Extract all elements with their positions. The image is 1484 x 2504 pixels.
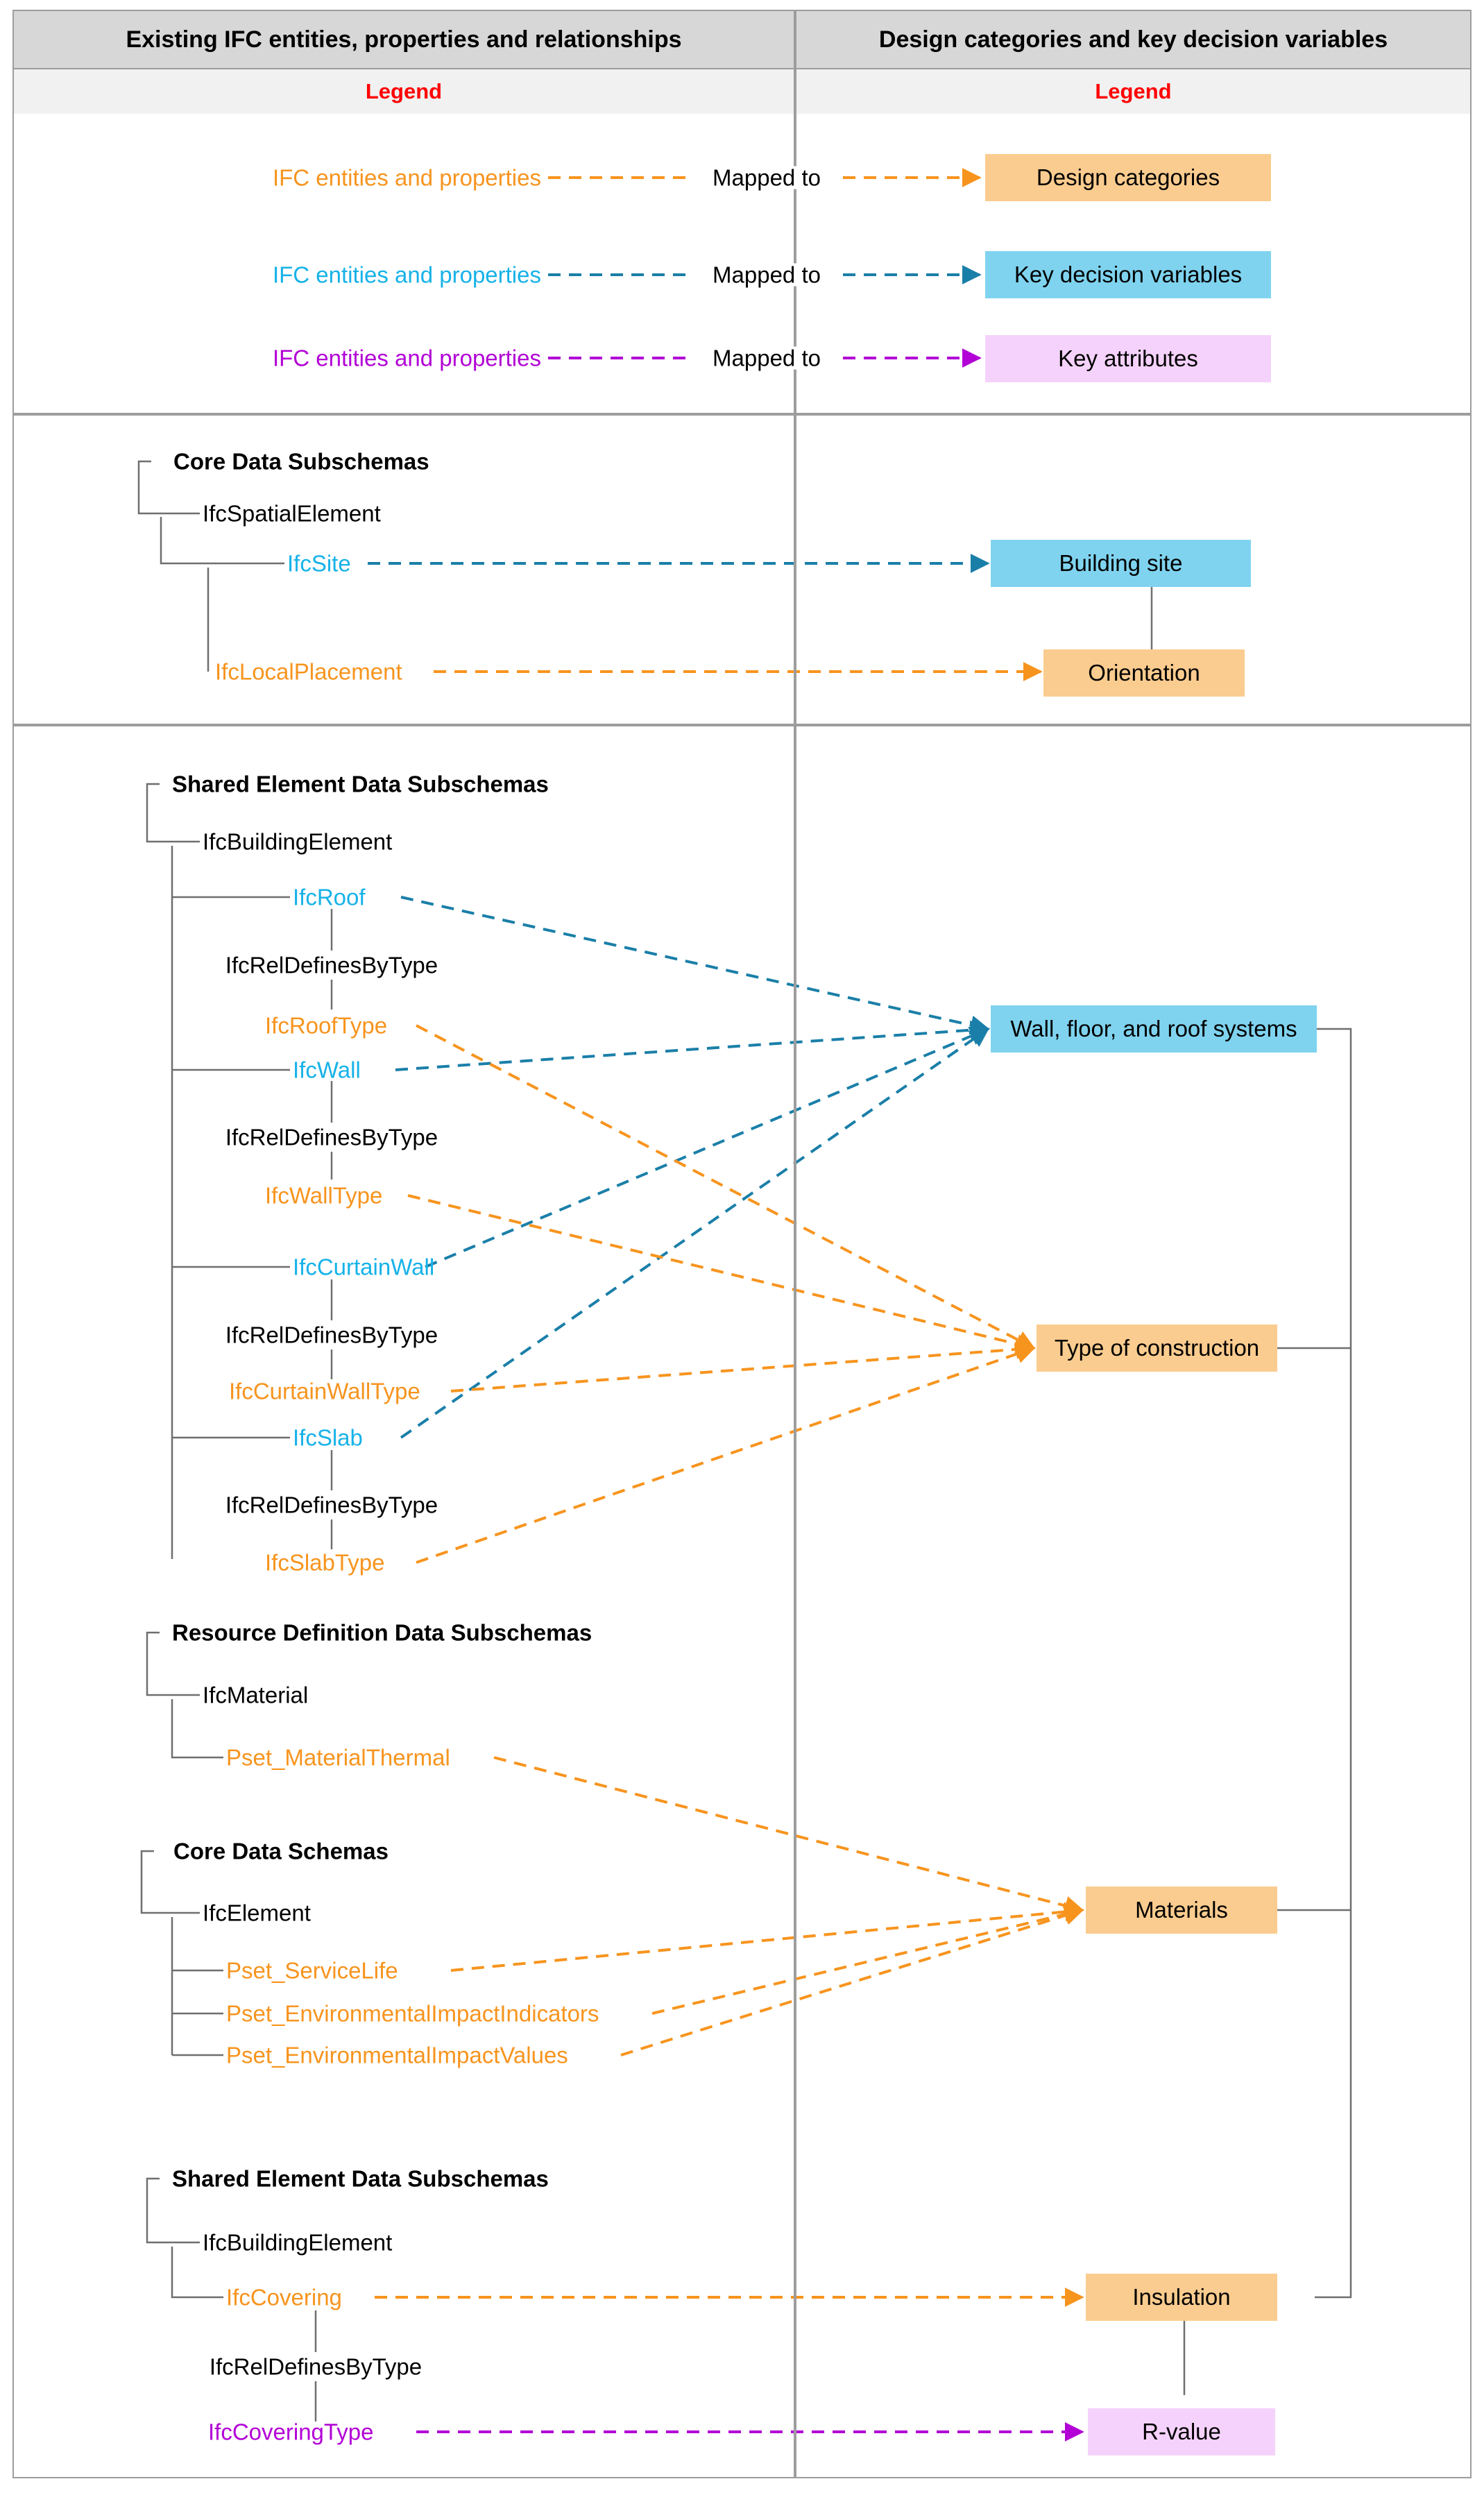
arrow-ifcwall-wallfloorroof [395, 1020, 990, 1071]
rel-ifcreldefinesbytype-wall: IfcRelDefinesByType [225, 1124, 438, 1150]
node-ifcsite: IfcSite [287, 550, 351, 577]
tree-lines-resource-definition [146, 1631, 223, 1759]
schema-title-resource-definition: Resource Definition Data Subschemas [172, 1619, 592, 1646]
schema-title-core-data-subschemas: Core Data Subschemas [173, 448, 429, 475]
node-pset-servicelife: Pset_ServiceLife [226, 1957, 398, 1984]
right-hierarchy-connectors [1183, 1028, 1352, 2395]
legend-target-key-decision-variables: Key decision variables [985, 251, 1271, 298]
arrow-ifccurtainwall-wallfloorroof [425, 1026, 990, 1268]
target-box-wall-floor-roof-systems: Wall, floor, and roof systems [991, 1005, 1317, 1053]
node-ifccoveringtype: IfcCoveringType [208, 2419, 374, 2445]
legend-source-blue: IFC entities and properties [272, 262, 541, 288]
node-ifclocalplacement: IfcLocalPlacement [215, 658, 402, 685]
target-box-r-value-label: R-value [1142, 2418, 1221, 2444]
target-box-orientation: Orientation [1043, 649, 1245, 697]
cell-right-main [795, 725, 1472, 2478]
rel-ifcreldefinesbytype-curtainwall: IfcRelDefinesByType [225, 1322, 438, 1348]
node-pset-materialthermal: Pset_MaterialThermal [226, 1744, 450, 1771]
tree-lines-shared-element-2 [146, 2177, 317, 2421]
legend-relation-blue: Mapped to [710, 263, 824, 287]
legend-band-right-label: Legend [1095, 79, 1172, 103]
target-box-wall-floor-roof-systems-label: Wall, floor, and roof systems [1010, 1015, 1297, 1041]
legend-band-left-label: Legend [365, 79, 443, 103]
rel-ifcreldefinesbytype-roof: IfcRelDefinesByType [225, 952, 438, 978]
legend-source-orange: IFC entities and properties [272, 164, 541, 191]
header-left-label: Existing IFC entities, properties and re… [126, 26, 682, 53]
tree-lines-core-data-schemas [140, 1850, 223, 2056]
legend-relation-purple: Mapped to [710, 346, 824, 370]
node-ifccurtainwall: IfcCurtainWall [293, 1254, 435, 1280]
node-ifcspatialelement: IfcSpatialElement [203, 500, 381, 527]
tree-lines-shared-element-1 [146, 783, 333, 1559]
schema-title-shared-element-1: Shared Element Data Subschemas [172, 771, 549, 797]
target-box-building-site-label: Building site [1059, 550, 1183, 576]
legend-target-design-categories: Design categories [985, 154, 1271, 201]
arrow-psetenvimpactindicators-materials [651, 1905, 1084, 2015]
target-box-insulation-label: Insulation [1132, 2283, 1231, 2310]
node-ifcroof: IfcRoof [293, 884, 366, 910]
legend-band-right: Legend [795, 69, 1472, 114]
cell-left-core [12, 414, 795, 725]
legend-band-left: Legend [12, 69, 795, 114]
legend-relation-orange: Mapped to [710, 166, 824, 189]
node-ifcslab: IfcSlab [293, 1424, 363, 1451]
node-ifcrooftype: IfcRoofType [265, 1012, 388, 1039]
arrow-ifcrooftype-typeofconstruction [416, 1024, 1036, 1349]
header-right-label: Design categories and key decision varia… [878, 26, 1388, 53]
node-ifcbuildingelement-1: IfcBuildingElement [203, 828, 393, 855]
schema-title-shared-element-2: Shared Element Data Subschemas [172, 2165, 549, 2192]
legend-target-key-attributes-label: Key attributes [1058, 345, 1198, 371]
arrow-ifcwalltype-typeofconstruction [407, 1194, 1036, 1354]
node-pset-environmentalimpactvalues: Pset_EnvironmentalImpactValues [226, 2042, 568, 2068]
tree-lines-core-data-subschemas [137, 460, 284, 672]
target-box-materials: Materials [1086, 1886, 1277, 1934]
node-ifcbuildingelement-2: IfcBuildingElement [203, 2229, 393, 2256]
arrow-ifcroof-wallfloorroof [400, 896, 990, 1035]
legend-target-key-decision-variables-label: Key decision variables [1014, 261, 1243, 287]
arrow-psetservicelife-materials [450, 1902, 1084, 1972]
target-box-orientation-label: Orientation [1088, 659, 1200, 685]
legend-target-design-categories-label: Design categories [1036, 164, 1220, 190]
target-box-building-site: Building site [991, 540, 1251, 587]
header-left: Existing IFC entities, properties and re… [12, 10, 795, 69]
arrow-ifcslabtype-typeofconstruction [416, 1345, 1036, 1564]
legend-source-purple: IFC entities and properties [272, 345, 541, 371]
header-right: Design categories and key decision varia… [795, 10, 1472, 69]
rel-ifcreldefinesbytype-covering: IfcRelDefinesByType [209, 2353, 423, 2380]
target-box-r-value: R-value [1088, 2408, 1275, 2455]
cell-left-main [12, 725, 795, 2478]
arrow-ifcslab-wallfloorroof [400, 1028, 990, 1439]
arrow-psetenvimpactvalues-materials [620, 1906, 1084, 2056]
node-ifccovering: IfcCovering [226, 2284, 342, 2310]
cell-right-core [795, 414, 1472, 725]
target-box-insulation: Insulation [1086, 2274, 1277, 2321]
node-pset-environmentalimpactindicators: Pset_EnvironmentalImpactIndicators [226, 2000, 599, 2027]
node-ifccurtainwalltype: IfcCurtainWallType [229, 1378, 420, 1404]
target-box-materials-label: Materials [1135, 1896, 1228, 1923]
target-box-type-of-construction-label: Type of construction [1054, 1334, 1260, 1361]
arrow-ifccurtainwalltype-typeofconstruction [450, 1339, 1036, 1392]
node-ifcwalltype: IfcWallType [265, 1182, 383, 1209]
target-box-type-of-construction: Type of construction [1037, 1325, 1277, 1372]
rel-ifcreldefinesbytype-slab: IfcRelDefinesByType [225, 1492, 438, 1518]
schema-title-core-data-schemas: Core Data Schemas [173, 1838, 389, 1864]
arrow-psetmaterialthermal-materials [493, 1756, 1084, 1916]
node-ifcmaterial: IfcMaterial [203, 1682, 309, 1708]
node-ifcelement: IfcElement [203, 1900, 311, 1926]
node-ifcwall: IfcWall [293, 1057, 361, 1083]
node-ifcslabtype: IfcSlabType [265, 1549, 385, 1576]
legend-target-key-attributes: Key attributes [985, 335, 1271, 382]
